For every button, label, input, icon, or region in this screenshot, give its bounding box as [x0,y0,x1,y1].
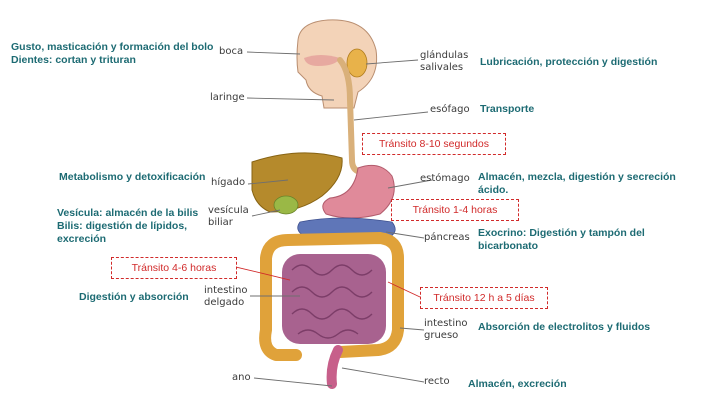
organ-label-vesicula-line2: biliar [208,217,233,228]
organ-label-laringe: laringe [210,92,245,103]
gallbladder-shape [273,195,299,215]
small-intestine-shape [282,254,386,344]
function-estomago-line1: Almacén, mezcla, digestión y secreción [478,171,676,183]
organ-label-intestino-grueso-line1: intestino [424,318,468,329]
function-vesicula: Vesícula: almacén de la bilis Bilis: dig… [57,207,198,246]
function-glandulas: Lubricación, protección y digestión [480,56,658,68]
leader-boca [246,51,301,55]
liver-shape [251,152,343,213]
function-higado: Metabolismo y detoxificación [59,171,206,183]
leader-pancreas [385,231,425,239]
organ-label-intestino-grueso: intestino grueso [424,318,468,342]
function-intestino-delgado: Digestión y absorción [79,291,189,303]
leader-vesicula [251,209,281,217]
organ-label-boca: boca [219,46,244,57]
large-intestine-shape [259,232,404,361]
function-vesicula-line3: excreción [57,233,107,245]
function-estomago-line2: ácido. [478,184,509,196]
organ-label-glandulas-line1: glándulas [420,50,469,61]
pointer-transito-delgado [235,266,291,281]
organ-label-glandulas: glándulas salivales [420,50,468,74]
leader-esofago [353,111,429,121]
function-pancreas-line1: Exocrino: Digestión y tampón del [478,227,645,239]
leader-recto [341,367,425,383]
organ-label-higado: hígado [211,177,246,188]
function-recto: Almacén, excreción [468,378,567,390]
function-boca: Gusto, masticación y formación del bolo … [11,41,213,67]
organ-label-intestino-grueso-line2: grueso [424,330,459,341]
function-estomago: Almacén, mezcla, digestión y secreción á… [478,171,676,197]
organ-label-vesicula-line1: vesícula [208,205,249,216]
transit-box-estomago: Tránsito 1-4 horas [391,199,519,221]
organ-label-intestino-delgado-line2: delgado [204,297,245,308]
head-shape [296,19,378,109]
function-boca-line2: Dientes: cortan y trituran [11,54,136,66]
transit-box-delgado: Tránsito 4-6 horas [111,257,237,279]
function-intestino-grueso: Absorción de electrolitos y fluidos [478,321,651,333]
mouth-cavity [304,55,340,66]
salivary-gland-shape [346,48,368,78]
organ-label-glandulas-line2: salivales [420,62,464,73]
leader-laringe [246,97,335,101]
rectum-shape [326,345,343,389]
leader-intestino-grueso [399,327,425,331]
organ-label-vesicula: vesícula biliar [208,205,249,229]
small-intestine-coils [291,264,373,339]
transit-box-esofago: Tránsito 8-10 segundos [362,133,506,155]
function-pancreas: Exocrino: Digestión y tampón del bicarbo… [478,227,645,253]
leader-estomago [387,179,433,189]
pointer-transito-grueso [387,281,421,298]
organ-label-pancreas: páncreas [424,232,470,243]
esophagus-shape [337,57,363,175]
organ-label-estomago: estómago [420,173,470,184]
leader-ano [253,377,333,387]
function-esofago: Transporte [480,103,535,115]
function-vesicula-line1: Vesícula: almacén de la bilis [57,207,199,219]
organ-label-ano: ano [232,372,251,383]
function-boca-line1: Gusto, masticación y formación del bolo [11,41,214,53]
organ-label-recto: recto [424,376,450,387]
transit-box-grueso: Tránsito 12 h a 5 días [420,287,548,309]
organ-label-intestino-delgado: intestino delgado [204,285,248,309]
leader-glandulas [365,59,419,65]
leader-higado [247,179,289,185]
function-vesicula-line2: Bilis: digestión de lípidos, [57,220,188,232]
organ-label-esofago: esófago [430,104,470,115]
organ-label-intestino-delgado-line1: intestino [204,285,248,296]
function-pancreas-line2: bicarbonato [478,240,539,252]
